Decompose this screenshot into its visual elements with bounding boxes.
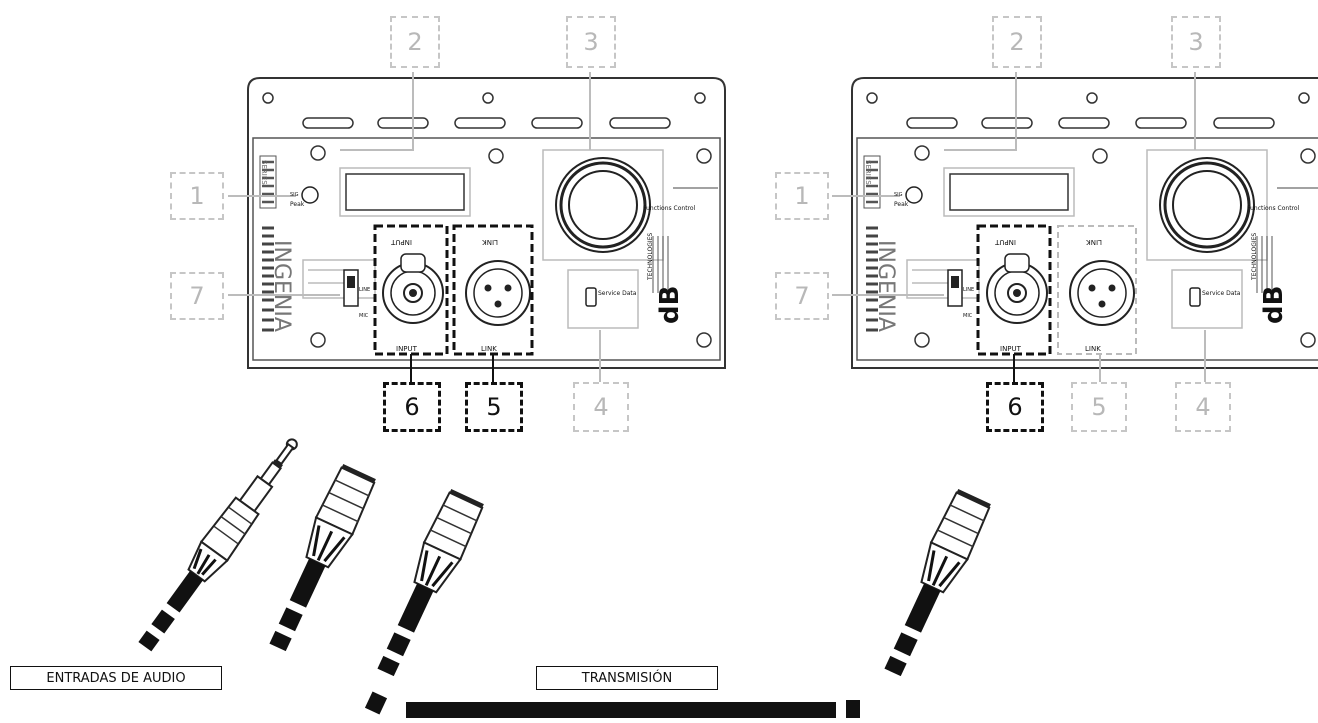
- callout-4-left: 4: [573, 382, 629, 432]
- peak-label: Peak: [894, 201, 909, 208]
- panel-text-right: INPUT LINK INPUT LINK Peak SIG LINE MIC …: [864, 160, 1300, 353]
- audio-inputs-label: ENTRADAS DE AUDIO: [10, 666, 222, 690]
- xlr-connector-icon: [872, 486, 995, 683]
- callout-6-right: 6: [986, 382, 1044, 432]
- callout-5-left: 5: [465, 382, 523, 432]
- panel-text-left: INPUT LINK INPUT LINK Peak SIG LINE MIC …: [260, 160, 696, 353]
- db-logo: dB: [655, 286, 685, 324]
- xlr-connector-icon: [365, 486, 488, 683]
- xlr-connector-icon: [257, 461, 380, 658]
- leader-lines-left: [228, 72, 601, 382]
- callout-3-right: 3: [1171, 16, 1221, 68]
- callout-3-left: 3: [566, 16, 616, 68]
- functions-control-label: Functions Control: [643, 205, 696, 212]
- left-speaker-panel: [246, 76, 727, 370]
- brand-label: INGENIA: [269, 240, 294, 332]
- callout-7-right: 7: [775, 272, 829, 320]
- right-speaker-panel: [850, 76, 1318, 370]
- callout-7-left: 7: [170, 272, 224, 320]
- leader-lines-left-bold: [410, 354, 494, 382]
- callout-5-right: 5: [1071, 382, 1127, 432]
- callout-1-right: 1: [775, 172, 829, 220]
- callout-4-right: 4: [1175, 382, 1231, 432]
- db-logo: dB: [1259, 286, 1289, 324]
- transmission-cable: [406, 702, 836, 718]
- technologies-label: TECHNOLOGIES: [1251, 233, 1258, 281]
- functions-control-label: Functions Control: [1247, 205, 1300, 212]
- technologies-label: TECHNOLOGIES: [647, 233, 654, 281]
- mic-label: MIC: [963, 313, 973, 319]
- cable-end: [364, 691, 388, 715]
- input-top-label: INPUT: [390, 238, 412, 246]
- link-top-label: LINK: [1086, 238, 1102, 246]
- link-top-label: LINK: [482, 238, 498, 246]
- input-bottom-label: INPUT: [396, 345, 418, 353]
- input-top-label: INPUT: [994, 238, 1016, 246]
- mic-label: MIC: [359, 313, 369, 319]
- link-outline: [1057, 225, 1137, 355]
- callout-1-left: 1: [170, 172, 224, 220]
- service-data-label: Service Data: [1202, 290, 1241, 297]
- sig-label: SIG: [894, 192, 903, 198]
- series-label: SERIES: [864, 160, 872, 185]
- callout-2-right: 2: [992, 16, 1042, 68]
- callout-6-left: 6: [383, 382, 441, 432]
- cable-end: [846, 700, 860, 718]
- service-data-label: Service Data: [598, 290, 637, 297]
- input-bottom-label: INPUT: [1000, 345, 1022, 353]
- transmission-label: TRANSMISIÓN: [536, 666, 718, 690]
- brand-label: INGENIA: [873, 240, 898, 332]
- sig-label: SIG: [290, 192, 299, 198]
- link-bottom-label: LINK: [1085, 345, 1101, 353]
- leader-lines-right: [832, 72, 1206, 382]
- callout-2-left: 2: [390, 16, 440, 68]
- link-bottom-label: LINK: [481, 345, 497, 353]
- peak-label: Peak: [290, 201, 305, 208]
- line-label: LINE: [963, 287, 974, 293]
- series-label: SERIES: [260, 160, 268, 185]
- line-label: LINE: [359, 287, 370, 293]
